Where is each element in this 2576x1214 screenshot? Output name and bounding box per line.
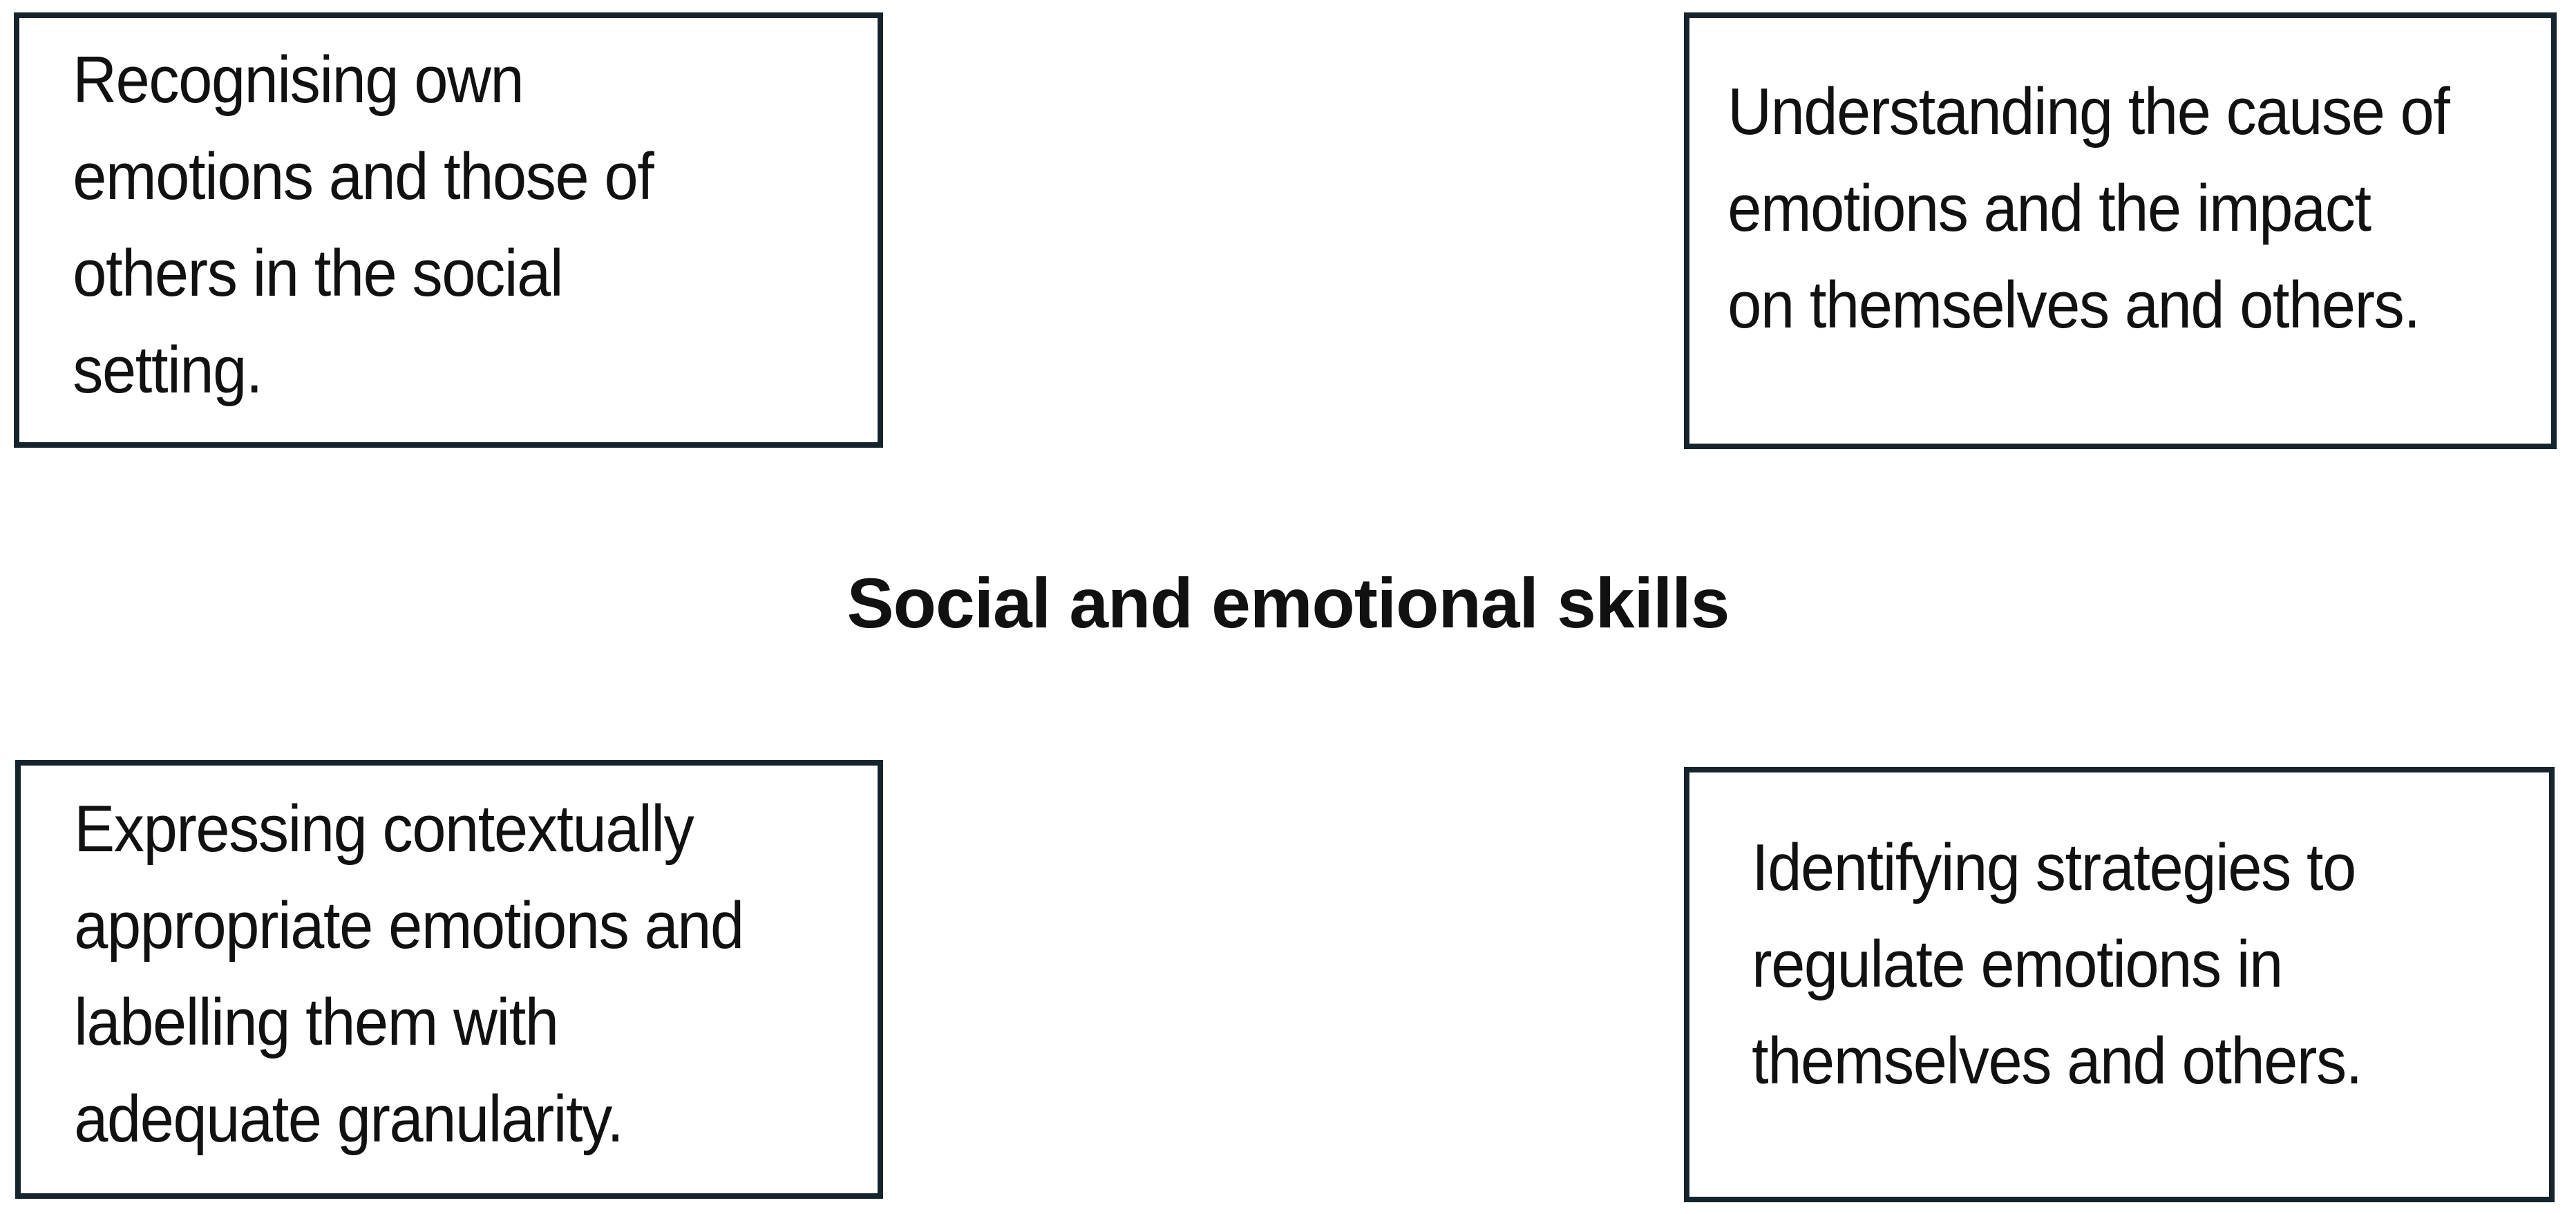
skill-box-expressing: Expressing contextually appropriate emot… xyxy=(15,760,883,1199)
skill-box-understanding-text: Understanding the cause of emotions and … xyxy=(1727,75,2450,342)
skill-box-identifying-text: Identifying strategies to regulate emoti… xyxy=(1752,831,2362,1098)
skill-box-recognising: Recognising own emotions and those of ot… xyxy=(14,12,883,448)
skill-box-expressing-text: Expressing contextually appropriate emot… xyxy=(74,792,744,1156)
skill-box-recognising-text: Recognising own emotions and those of ot… xyxy=(73,43,654,407)
skill-box-understanding: Understanding the cause of emotions and … xyxy=(1684,12,2557,449)
skill-box-identifying: Identifying strategies to regulate emoti… xyxy=(1684,767,2555,1202)
center-title: Social and emotional skills xyxy=(846,564,1730,643)
